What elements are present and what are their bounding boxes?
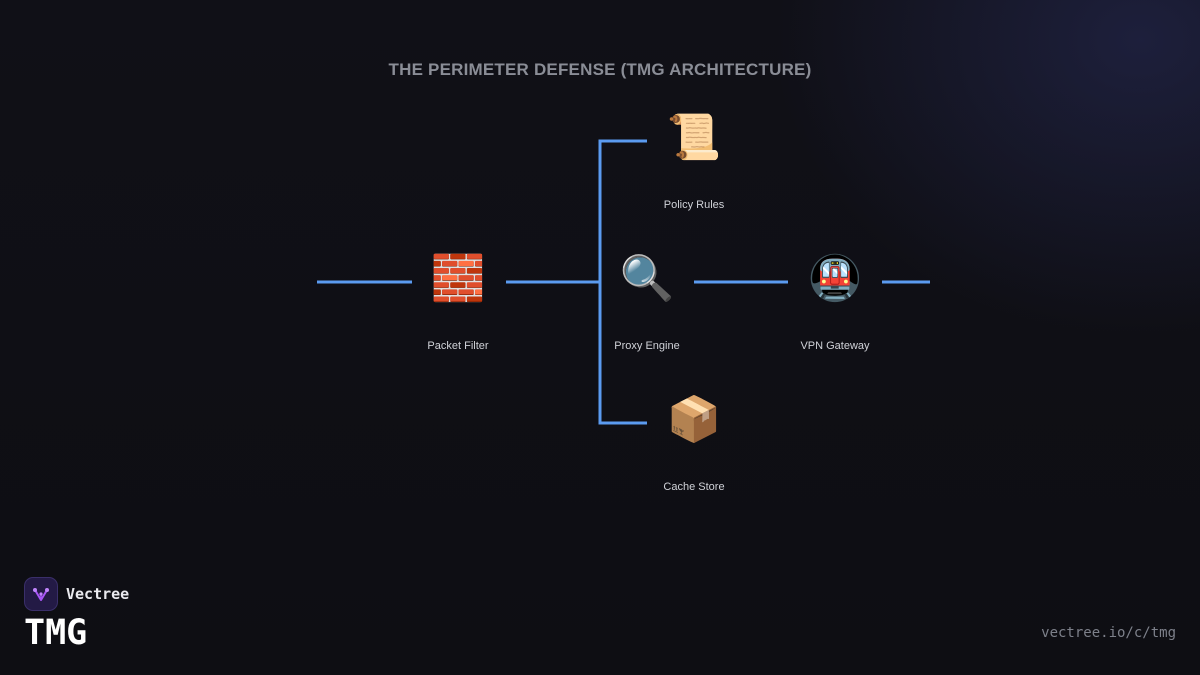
scroll-icon: 📜 xyxy=(666,112,722,163)
footer-url: vectree.io/c/tmg xyxy=(1041,625,1176,641)
node-policy-rules: 📜 Policy Rules xyxy=(614,111,774,211)
node-proxy-engine: 🔍 Proxy Engine xyxy=(567,252,727,352)
edge-branch-policy xyxy=(598,139,647,282)
node-packet-filter: 🧱 Packet Filter xyxy=(378,252,538,352)
node-vpn-gateway: 🚇 VPN Gateway xyxy=(755,252,915,352)
package-icon: 📦 xyxy=(666,394,722,445)
vectree-logo-icon xyxy=(24,577,58,611)
brand-name: Vectree xyxy=(66,585,130,603)
diagram-title: THE PERIMETER DEFENSE (TMG ARCHITECTURE) xyxy=(388,60,812,79)
node-label: Proxy Engine xyxy=(614,340,680,352)
edge-branch-cache xyxy=(598,282,647,425)
metro-icon: 🚇 xyxy=(807,253,863,304)
node-label: Cache Store xyxy=(663,481,725,493)
brand-block: Vectree TMG xyxy=(24,577,129,653)
brand-title: TMG xyxy=(24,613,88,653)
node-label: VPN Gateway xyxy=(800,340,870,352)
node-label: Policy Rules xyxy=(663,199,725,211)
brick-wall-icon: 🧱 xyxy=(430,253,486,304)
magnifier-icon: 🔍 xyxy=(619,253,675,304)
node-cache-store: 📦 Cache Store xyxy=(614,393,774,493)
node-label: Packet Filter xyxy=(427,340,489,352)
